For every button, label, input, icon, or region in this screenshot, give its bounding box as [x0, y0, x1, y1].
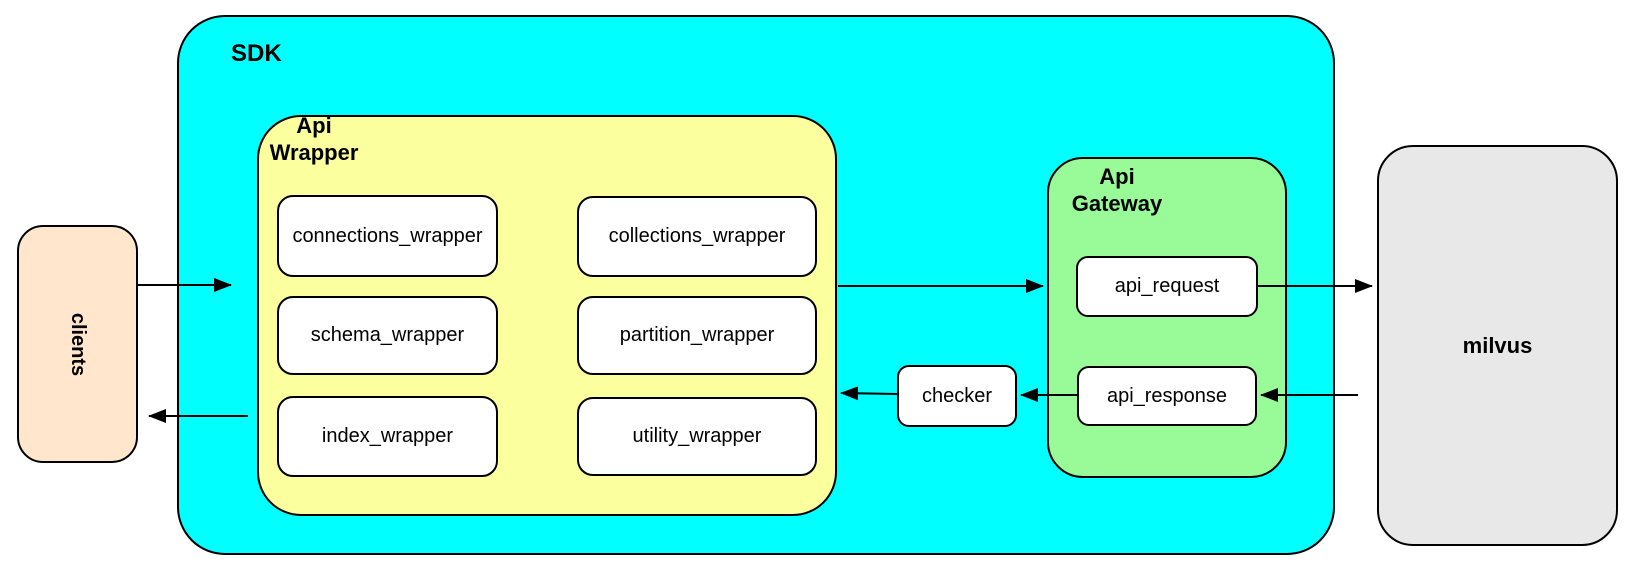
milvus-label: milvus — [1462, 332, 1533, 358]
collections-wrapper-node: collections_wrapper — [577, 196, 817, 277]
api-response-node: api_response — [1077, 366, 1257, 426]
connections-wrapper-node: connections_wrapper — [277, 195, 498, 277]
clients-label: clients — [66, 312, 89, 376]
checker-node: checker — [897, 365, 1017, 427]
schema-wrapper-node: schema_wrapper — [277, 296, 498, 375]
api-wrapper-label: Api Wrapper — [269, 113, 359, 165]
index-wrapper-node: index_wrapper — [277, 396, 498, 477]
sdk-label: SDK — [231, 40, 282, 67]
partition-wrapper-node: partition_wrapper — [577, 296, 817, 375]
milvus-node: milvus — [1377, 145, 1618, 546]
api-request-node: api_request — [1076, 256, 1258, 317]
clients-node: clients — [17, 225, 138, 463]
utility-wrapper-node: utility_wrapper — [577, 397, 817, 476]
api-gateway-label: Api Gateway — [1071, 164, 1163, 216]
